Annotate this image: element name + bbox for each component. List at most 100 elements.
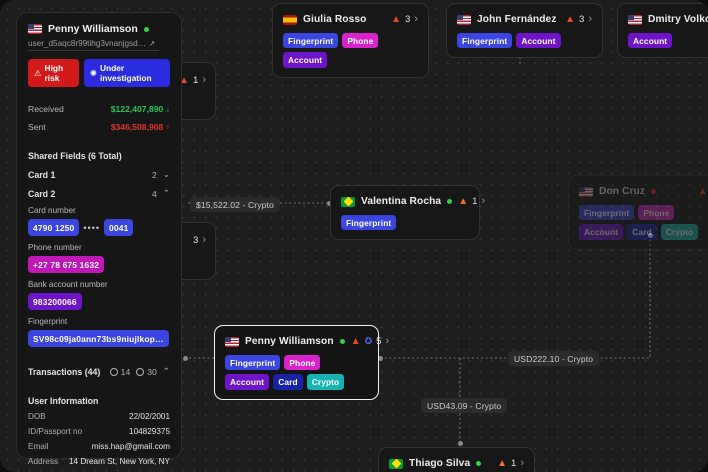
node-name: Valentina Rocha bbox=[361, 196, 442, 207]
chevron-down-icon[interactable]: ⌄ bbox=[162, 169, 170, 179]
chevron-up-icon[interactable]: ⌃ bbox=[162, 188, 170, 198]
edge-label-crypto-43: USD43.09 - Crypto bbox=[421, 398, 508, 413]
node-tag-list: Account bbox=[628, 33, 708, 49]
warning-triangle-icon: ▲ bbox=[391, 13, 401, 25]
status-badge-high-risk[interactable]: ⚠ High risk bbox=[28, 59, 79, 87]
user-information-title: User Information bbox=[28, 396, 99, 406]
tag-phone[interactable]: Phone bbox=[284, 355, 321, 371]
tag-account[interactable]: Account bbox=[628, 33, 673, 49]
tag-account[interactable]: Account bbox=[516, 33, 561, 49]
node-warn-count: 3 bbox=[192, 235, 199, 246]
tag-account[interactable]: Account bbox=[579, 224, 624, 240]
chip-card-suffix[interactable]: 0041 bbox=[104, 219, 134, 236]
field-value-fingerprint: SV98c09ja0ann73bs9niujlkopk89ol0e... bbox=[28, 330, 170, 347]
edge-line-doncruz bbox=[380, 236, 651, 359]
flag-icon-spain bbox=[283, 14, 297, 25]
tag-crypto[interactable]: Crypto bbox=[660, 224, 699, 240]
node-card-don-cruz[interactable]: Don Cruz ▲ 5 Fingerprint Phone Account C… bbox=[568, 175, 708, 250]
transactions-row[interactable]: Transactions (44) 14 30 ⌃ bbox=[28, 366, 170, 377]
user-info-row-id: ID/Passport no 104829375 bbox=[28, 427, 170, 436]
chip-fingerprint[interactable]: SV98c09ja0ann73bs9niujlkopk89ol0e... bbox=[28, 330, 169, 347]
badge-label: High risk bbox=[44, 63, 64, 83]
warning-triangle-icon: ▲ bbox=[565, 13, 575, 25]
chip-phone[interactable]: +27 78 675 1632 bbox=[28, 256, 105, 273]
chevron-right-icon[interactable]: › bbox=[481, 195, 486, 207]
chevron-right-icon[interactable]: › bbox=[414, 13, 418, 25]
node-card-penny-williamson[interactable]: Penny Williamson ▲ ✪ 5 › Fingerprint Pho… bbox=[214, 325, 389, 400]
panel-badges: ⚠ High risk ✺ Under investigation bbox=[28, 59, 170, 87]
sent-value: $346,508,908 ↑ bbox=[110, 122, 170, 132]
user-info-key: DOB bbox=[28, 412, 46, 421]
tag-fingerprint[interactable]: Fingerprint bbox=[341, 215, 397, 231]
entity-detail-panel[interactable]: Penny Williamson user_d5aqc8r99tihg3vnan… bbox=[16, 12, 182, 466]
status-badge-under-investigation[interactable]: ✺ Under investigation bbox=[83, 59, 170, 87]
tag-fingerprint[interactable]: Fingerprint bbox=[579, 205, 635, 221]
user-info-key: Address bbox=[28, 457, 59, 466]
tag-phone[interactable]: Phone bbox=[342, 33, 379, 49]
edge-endpoint-panel bbox=[183, 355, 188, 361]
chevron-right-icon[interactable]: › bbox=[588, 13, 592, 25]
node-tag-list: Fingerprint Account bbox=[457, 33, 592, 49]
node-card-valentina-rocha[interactable]: Valentina Rocha ▲ 1 › Fingerprint bbox=[330, 185, 485, 241]
investigation-icon: ✪ bbox=[364, 336, 373, 346]
tag-account[interactable]: Account bbox=[225, 374, 270, 390]
sent-label: Sent bbox=[28, 122, 46, 132]
received-label: Received bbox=[28, 104, 64, 114]
tag-card[interactable]: Card bbox=[273, 374, 303, 390]
node-tag-list: Fingerprint Phone Account Card Crypto bbox=[579, 205, 708, 240]
investigation-icon: ✺ bbox=[89, 68, 97, 78]
field-label-phone-number: Phone number bbox=[28, 243, 82, 252]
x-circle-icon bbox=[136, 367, 145, 376]
status-dot-online bbox=[447, 199, 453, 204]
tag-account[interactable]: Account bbox=[283, 52, 328, 68]
node-name: Penny Williamson bbox=[245, 336, 334, 347]
node-name: Thiago Silva bbox=[409, 458, 471, 469]
tag-fingerprint[interactable]: Fingerprint bbox=[283, 33, 339, 49]
node-card-giulia-rosso[interactable]: Giulia Rosso ▲ 3 › Fingerprint Phone Acc… bbox=[272, 3, 429, 78]
panel-header: Penny Williamson bbox=[28, 23, 170, 35]
flag-icon-usa bbox=[628, 14, 642, 25]
received-value: $122,407,890 ↓ bbox=[110, 104, 170, 114]
external-link-icon[interactable]: ↗ bbox=[149, 39, 156, 48]
tag-card[interactable]: Card bbox=[627, 224, 657, 240]
warning-triangle-icon: ▲ bbox=[179, 74, 189, 86]
warning-triangle-icon: ▲ bbox=[497, 457, 507, 469]
status-dot-offline bbox=[651, 189, 657, 194]
field-value-bank-account: 983200066 bbox=[28, 293, 170, 310]
node-card-john-fernandez[interactable]: John Fernández ▲ 3 › Fingerprint Account bbox=[446, 3, 603, 59]
edge-label-crypto-222: USD222.10 - Crypto bbox=[508, 351, 600, 366]
group-card-1[interactable]: Card 1 2 ⌄ bbox=[28, 169, 170, 180]
warning-triangle-icon: ⚠ bbox=[34, 68, 42, 78]
tag-fingerprint[interactable]: Fingerprint bbox=[225, 355, 281, 371]
status-dot-online bbox=[143, 26, 149, 32]
chevron-right-icon[interactable]: › bbox=[520, 457, 524, 469]
tag-phone[interactable]: Phone bbox=[638, 205, 675, 221]
user-info-value: miss.hap@gmail.com bbox=[91, 442, 170, 451]
chevron-right-icon[interactable]: › bbox=[202, 234, 206, 246]
group-card-2[interactable]: Card 2 4 ⌃ bbox=[28, 188, 170, 199]
status-dot-online bbox=[339, 339, 345, 344]
chip-card-prefix[interactable]: 4790 1250 bbox=[28, 219, 80, 236]
user-info-key: ID/Passport no bbox=[28, 427, 83, 436]
node-warn-count: 5 bbox=[376, 336, 382, 347]
node-name: Dmitry Volkov bbox=[648, 14, 708, 25]
user-info-row-address: Address 14 Dream St, New York, NY bbox=[28, 457, 170, 466]
node-warn-count: 1 bbox=[510, 458, 517, 469]
chevron-right-icon[interactable]: › bbox=[202, 74, 206, 86]
field-value-card-number: 4790 1250 •••• 0041 bbox=[28, 219, 170, 236]
node-tag-list: Fingerprint Phone Account bbox=[283, 33, 418, 68]
node-card-thiago-silva[interactable]: Thiago Silva ▲ 1 › bbox=[378, 447, 535, 472]
tag-fingerprint[interactable]: Fingerprint bbox=[457, 33, 513, 49]
node-tag-list: Fingerprint bbox=[341, 215, 469, 231]
chip-bank-account[interactable]: 983200066 bbox=[28, 293, 82, 310]
edge-endpoint-valentina bbox=[327, 200, 332, 206]
group-label: Card 2 bbox=[28, 188, 56, 199]
edge-endpoint-thiago bbox=[457, 441, 463, 446]
chevron-right-icon[interactable]: › bbox=[385, 335, 390, 347]
tag-crypto[interactable]: Crypto bbox=[306, 374, 345, 390]
node-card-dmitry-volkov[interactable]: Dmitry Volkov Account bbox=[617, 3, 708, 59]
chevron-up-icon[interactable]: ⌃ bbox=[162, 366, 170, 376]
panel-username-link[interactable]: user_d5aqc8r99tihg3vnanjgsdaimv... ↗ bbox=[28, 39, 159, 51]
node-warn-count: 1 bbox=[472, 196, 478, 207]
